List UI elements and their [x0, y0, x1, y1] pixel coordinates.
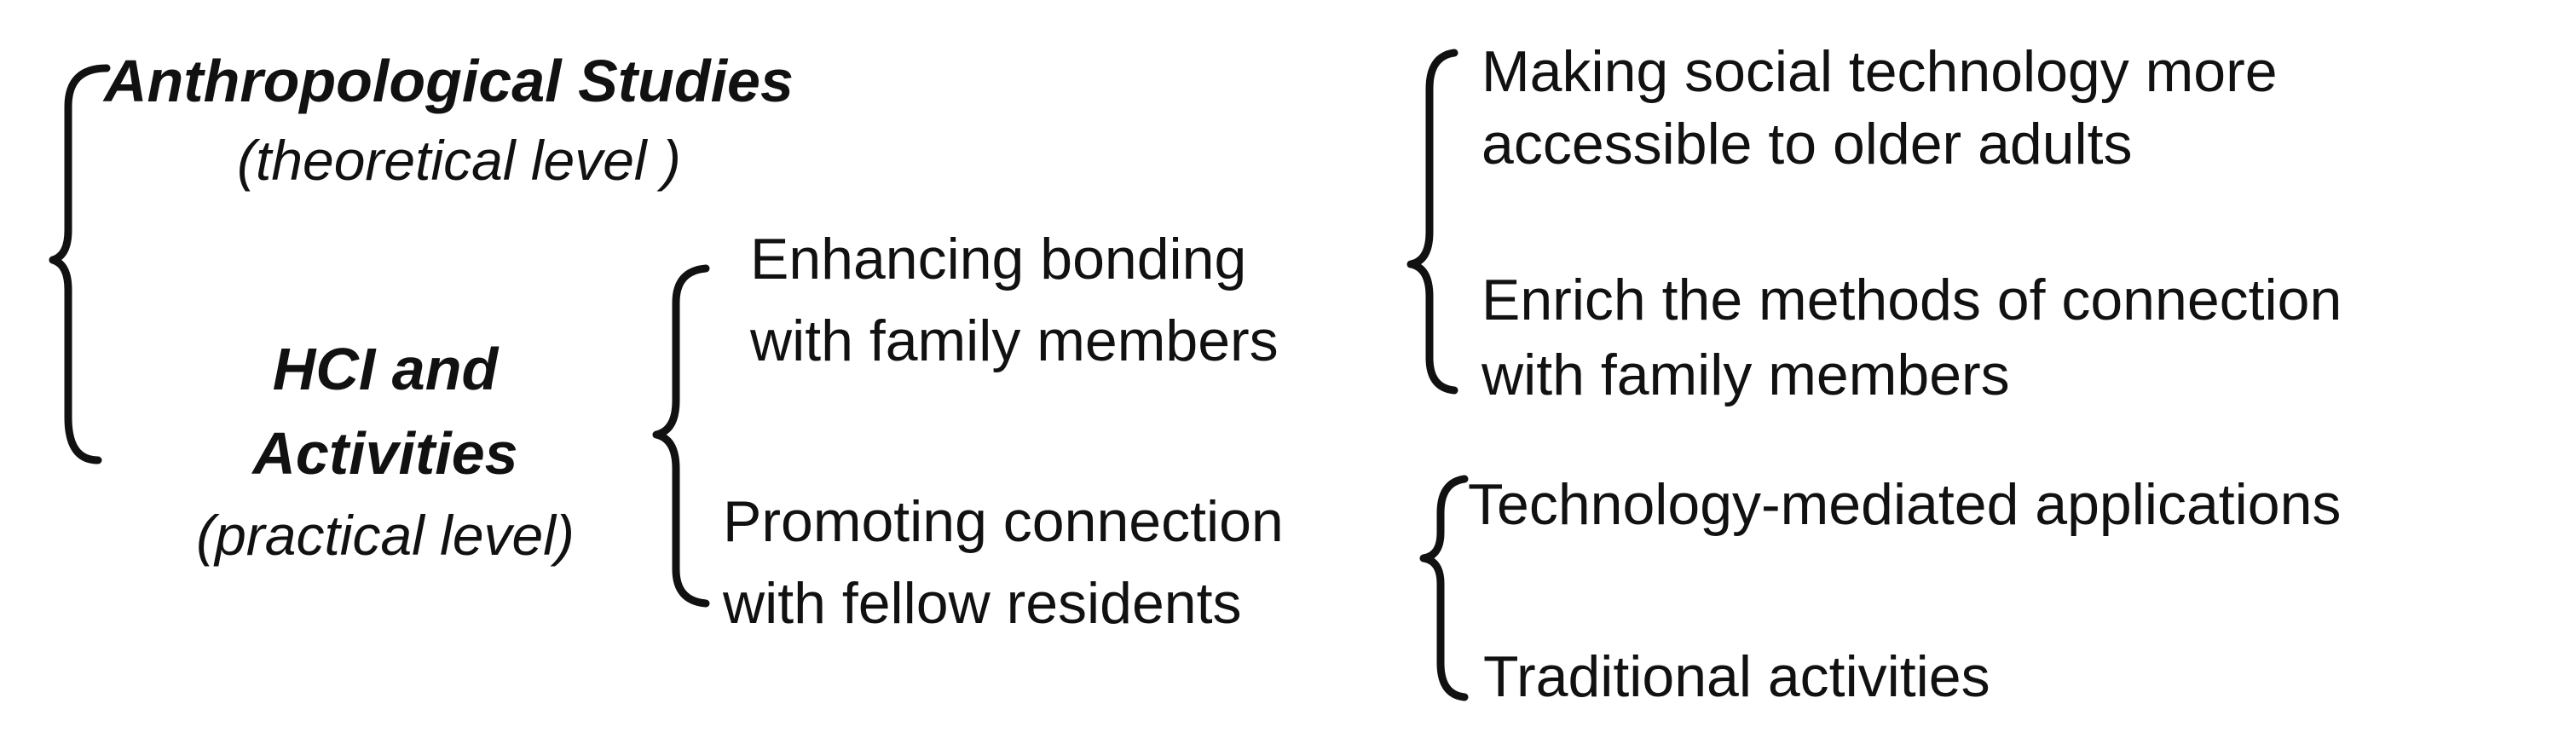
anthropological-subtitle: (theoretical level ) [237, 129, 681, 192]
anthropological-title: Anthropological Studies [104, 48, 794, 114]
enrich-line1: Enrich the methods of connection [1481, 268, 2342, 332]
hci-title-line1: HCI and [272, 336, 499, 402]
hci-subtitle: (practical level) [196, 504, 575, 567]
brace-bonding [1406, 49, 1458, 395]
accessible-line2: accessible to older adults [1481, 112, 2133, 176]
enrich-line2: with family members [1481, 343, 2010, 407]
traditional-item: Traditional activities [1483, 644, 1990, 709]
residents-line1: Promoting connection [723, 489, 1284, 554]
bonding-line1: Enhancing bonding [750, 227, 1247, 291]
brace-residents [1419, 475, 1469, 701]
hci-title-line2: Activities [252, 420, 518, 487]
tech-mediated-item: Technology-mediated applications [1468, 472, 2342, 537]
brace-hci [652, 264, 710, 608]
bonding-line2: with family members [750, 309, 1279, 373]
brace-outer-left [49, 64, 111, 464]
residents-line2: with fellow residents [723, 571, 1242, 636]
accessible-line1: Making social technology more [1481, 39, 2278, 104]
